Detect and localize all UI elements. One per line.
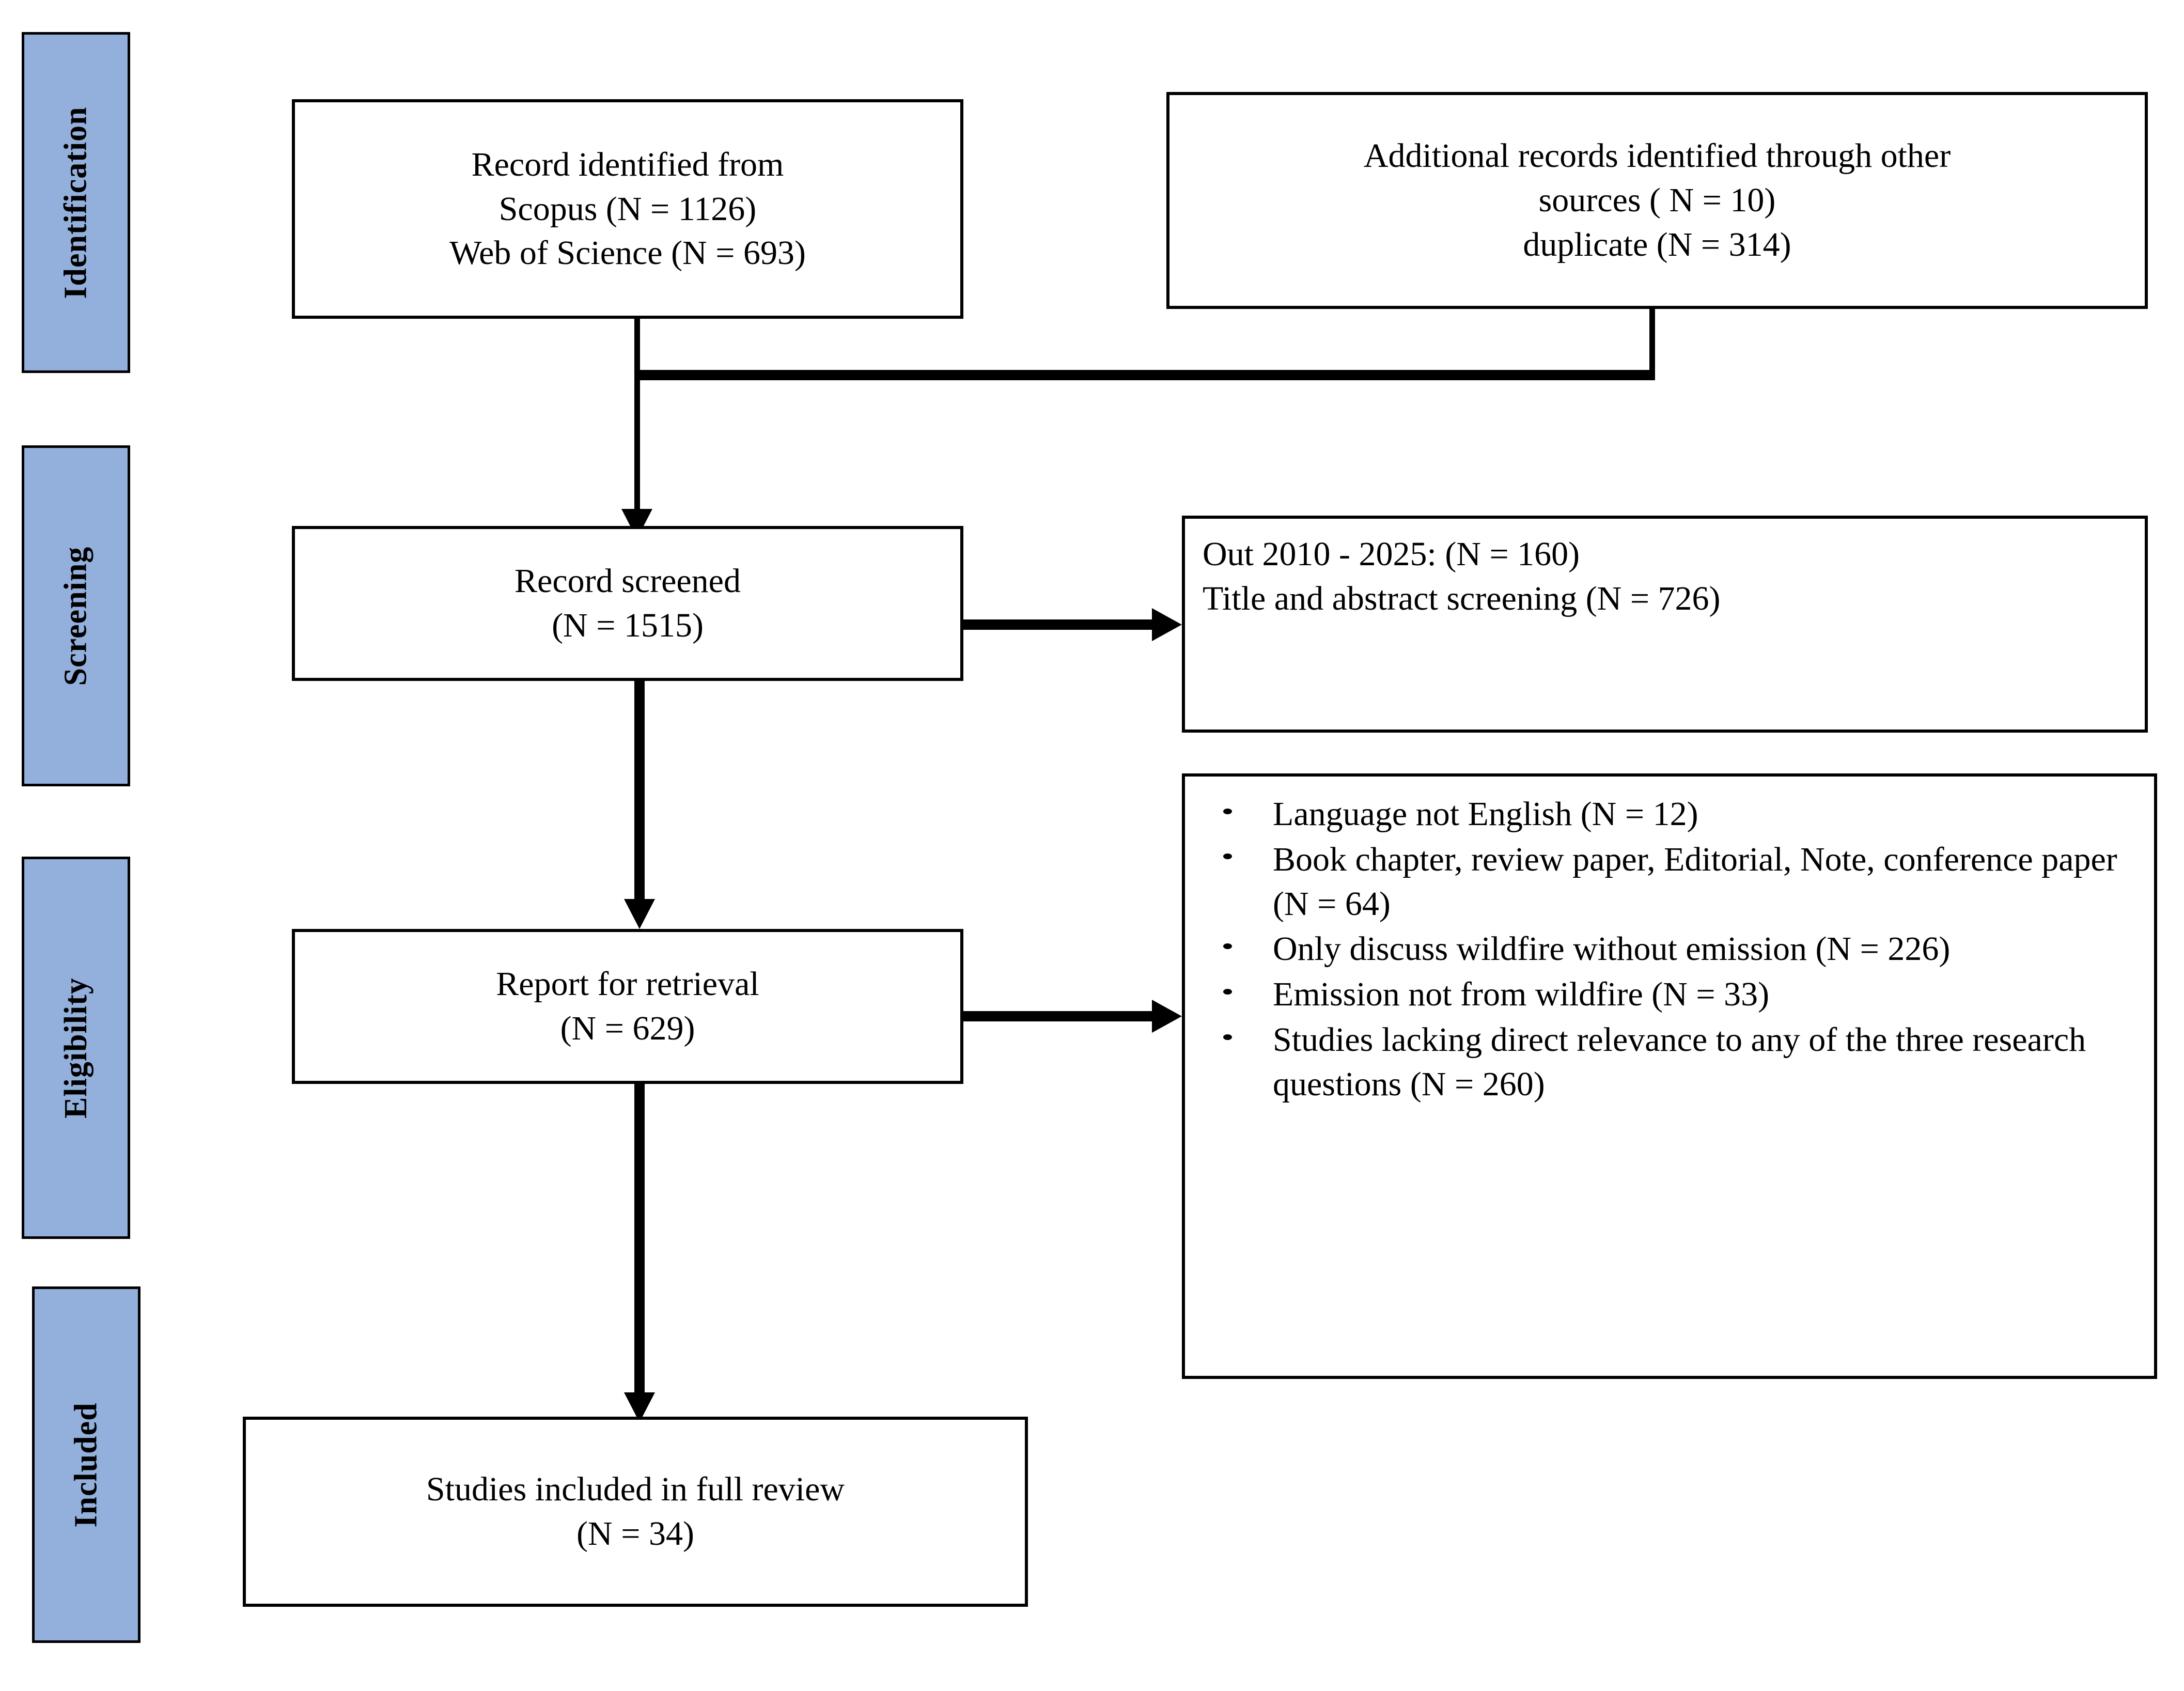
box-records-screened: Record screened (N = 1515): [292, 526, 963, 681]
box-screening-excluded: Out 2010 - 2025: (N = 160) Title and abs…: [1182, 516, 2148, 733]
bullet-icon: [1223, 988, 1232, 995]
stage-bar-eligibility: Eligibility: [22, 857, 130, 1239]
additional-records-line-2: sources ( N = 10): [1538, 181, 1776, 220]
records-identified-line-2: Scopus (N = 1126): [498, 190, 757, 228]
eligibility-exclusion-text: Only discuss wildfire without emission (…: [1273, 930, 1951, 968]
stage-label-eligibility: Eligibility: [58, 977, 93, 1119]
stage-bar-identification: Identification: [22, 32, 130, 373]
stage-label-identification: Identification: [58, 106, 93, 299]
additional-records-line-1: Additional records identified through ot…: [1363, 137, 1951, 175]
box-report-retrieval: Report for retrieval (N = 629): [292, 929, 963, 1084]
report-retrieval-line-1: Report for retrieval: [496, 965, 759, 1003]
bullet-icon: [1223, 854, 1232, 860]
bullet-icon: [1223, 1034, 1232, 1040]
list-item: Only discuss wildfire without emission (…: [1206, 927, 2133, 971]
box-records-identified: Record identified from Scopus (N = 1126)…: [292, 99, 963, 319]
stage-bar-included: Included: [32, 1286, 141, 1643]
stage-label-included: Included: [68, 1402, 104, 1528]
records-identified-line-3: Web of Science (N = 693): [449, 234, 806, 272]
records-screened-line-2: (N = 1515): [552, 607, 704, 644]
stage-bar-screening: Screening: [22, 445, 130, 786]
eligibility-exclusion-text: Book chapter, review paper, Editorial, N…: [1273, 840, 2117, 923]
connector-retrieval-to-excluded: [963, 1011, 1152, 1021]
connector-screened-to-retrieval: [634, 681, 645, 903]
screening-excluded-line-2: Title and abstract screening (N = 726): [1203, 579, 1721, 617]
records-identified-line-1: Record identified from: [471, 145, 784, 183]
screening-excluded-line-1: Out 2010 - 2025: (N = 160): [1203, 535, 1580, 573]
connector-retrieval-to-included: [634, 1084, 645, 1397]
box-eligibility-excluded: Language not English (N = 12) Book chapt…: [1182, 773, 2157, 1379]
connector-identification-spine: [634, 319, 640, 515]
box-additional-records: Additional records identified through ot…: [1166, 92, 2148, 309]
list-item: Studies lacking direct relevance to any …: [1206, 1018, 2133, 1107]
eligibility-exclusion-text: Studies lacking direct relevance to any …: [1273, 1020, 2086, 1103]
studies-included-line-2: (N = 34): [576, 1515, 694, 1553]
bullet-icon: [1223, 943, 1232, 950]
connector-additional-records-drop: [1649, 309, 1655, 375]
report-retrieval-line-2: (N = 629): [560, 1010, 695, 1047]
eligibility-exclusion-text: Emission not from wildfire (N = 33): [1273, 975, 1770, 1014]
arrow-to-screening-excluded: [1152, 608, 1182, 641]
list-item: Emission not from wildfire (N = 33): [1206, 972, 2133, 1017]
bullet-icon: [1223, 808, 1232, 814]
eligibility-exclusion-list: Language not English (N = 12) Book chapt…: [1206, 792, 2133, 1108]
eligibility-exclusion-text: Language not English (N = 12): [1273, 795, 1698, 833]
box-studies-included: Studies included in full review (N = 34): [243, 1417, 1028, 1607]
arrow-to-eligibility-excluded: [1152, 1000, 1182, 1033]
list-item: Book chapter, review paper, Editorial, N…: [1206, 837, 2133, 926]
records-screened-line-1: Record screened: [514, 562, 741, 600]
connector-screened-to-excluded: [963, 619, 1152, 630]
additional-records-line-3: duplicate (N = 314): [1523, 225, 1791, 263]
studies-included-line-1: Studies included in full review: [426, 1470, 845, 1509]
connector-merge-horizontal: [634, 370, 1655, 380]
arrow-to-report-retrieval: [624, 899, 655, 929]
list-item: Language not English (N = 12): [1206, 792, 2133, 836]
stage-label-screening: Screening: [58, 546, 93, 686]
